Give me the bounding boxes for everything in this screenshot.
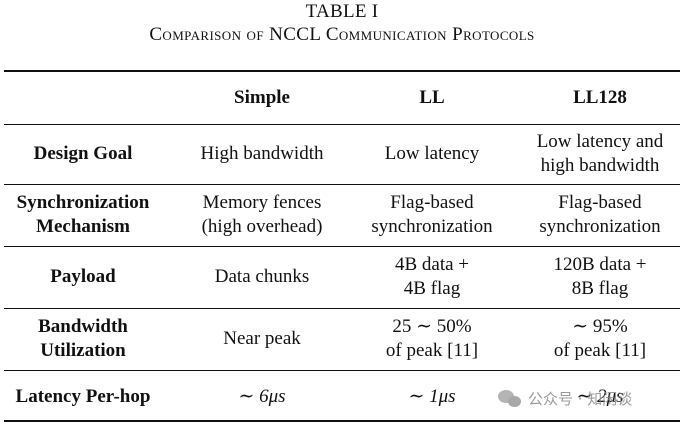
- watermark-text: 公众号 · 知闲谈: [528, 389, 633, 408]
- table-bottom-rule: [4, 420, 680, 422]
- cell-ll-latency: ∼ 1μs: [408, 386, 456, 407]
- wechat-icon: [498, 388, 522, 408]
- cell-ll-bandwidth: 25 ∼ 50% of peak [11]: [385, 316, 479, 361]
- cell-ll128-design-goal: Low latency and high bandwidth: [536, 131, 664, 176]
- cell-ll-payload: 4B data + 4B flag: [394, 254, 470, 299]
- cell-simple-design-goal: High bandwidth: [200, 143, 324, 164]
- table-top-rule: [4, 70, 680, 72]
- row-rule: [4, 246, 680, 247]
- cell-simple-payload: Data chunks: [214, 266, 310, 287]
- row-rule: [4, 308, 680, 309]
- watermark: 公众号 · 知闲谈: [498, 384, 632, 412]
- row-rule: [4, 184, 680, 185]
- cell-simple-bandwidth: Near peak: [223, 328, 301, 349]
- cell-ll128-bandwidth: ∼ 95% of peak [11]: [553, 316, 647, 361]
- cell-ll128-latency: ∼ 2μs: [576, 386, 624, 407]
- cell-ll-sync: Flag-based synchronization: [371, 192, 493, 237]
- table-caption-title: Comparison of NCCL Communication Protoco…: [149, 24, 535, 45]
- cell-simple-sync: Memory fences (high overhead): [201, 192, 323, 237]
- row-label-bandwidth-utilization: Bandwidth Utilization: [38, 316, 128, 361]
- header-rule: [4, 124, 680, 125]
- row-label-sync-mechanism: Synchronization Mechanism: [16, 192, 150, 237]
- header-ll: LL: [419, 87, 445, 108]
- row-rule: [4, 370, 680, 371]
- row-label-payload: Payload: [50, 266, 116, 287]
- cell-ll128-payload: 120B data + 8B flag: [553, 254, 647, 299]
- table-caption-label: TABLE I: [305, 1, 379, 22]
- row-label-latency-per-hop: Latency Per-hop: [15, 386, 151, 407]
- header-simple: Simple: [234, 87, 290, 108]
- cell-ll-design-goal: Low latency: [384, 143, 480, 164]
- row-label-design-goal: Design Goal: [33, 143, 133, 164]
- cell-ll128-sync: Flag-based synchronization: [539, 192, 661, 237]
- header-ll128: LL128: [573, 87, 627, 108]
- cell-simple-latency: ∼ 6μs: [238, 386, 286, 407]
